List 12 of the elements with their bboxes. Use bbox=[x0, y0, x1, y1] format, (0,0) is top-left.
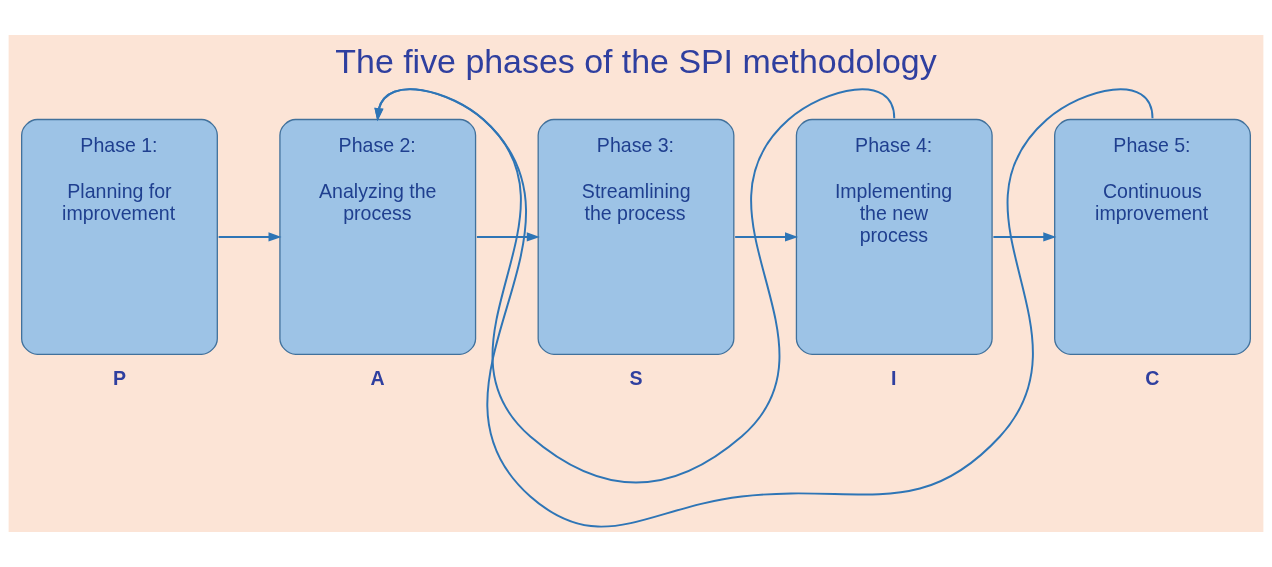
arrow bbox=[374, 88, 1154, 528]
node-label: I bbox=[891, 366, 897, 389]
arrow bbox=[217, 232, 282, 242]
arrow bbox=[374, 88, 896, 484]
diagram-title: The five phases of the SPI methodology bbox=[335, 41, 937, 80]
node-label: S bbox=[629, 366, 643, 389]
node-label: P bbox=[112, 366, 127, 389]
node-label: C bbox=[1145, 366, 1160, 389]
arrow bbox=[475, 232, 540, 242]
node-label: A bbox=[370, 366, 385, 389]
arrow bbox=[734, 232, 799, 242]
arrow bbox=[992, 232, 1057, 242]
